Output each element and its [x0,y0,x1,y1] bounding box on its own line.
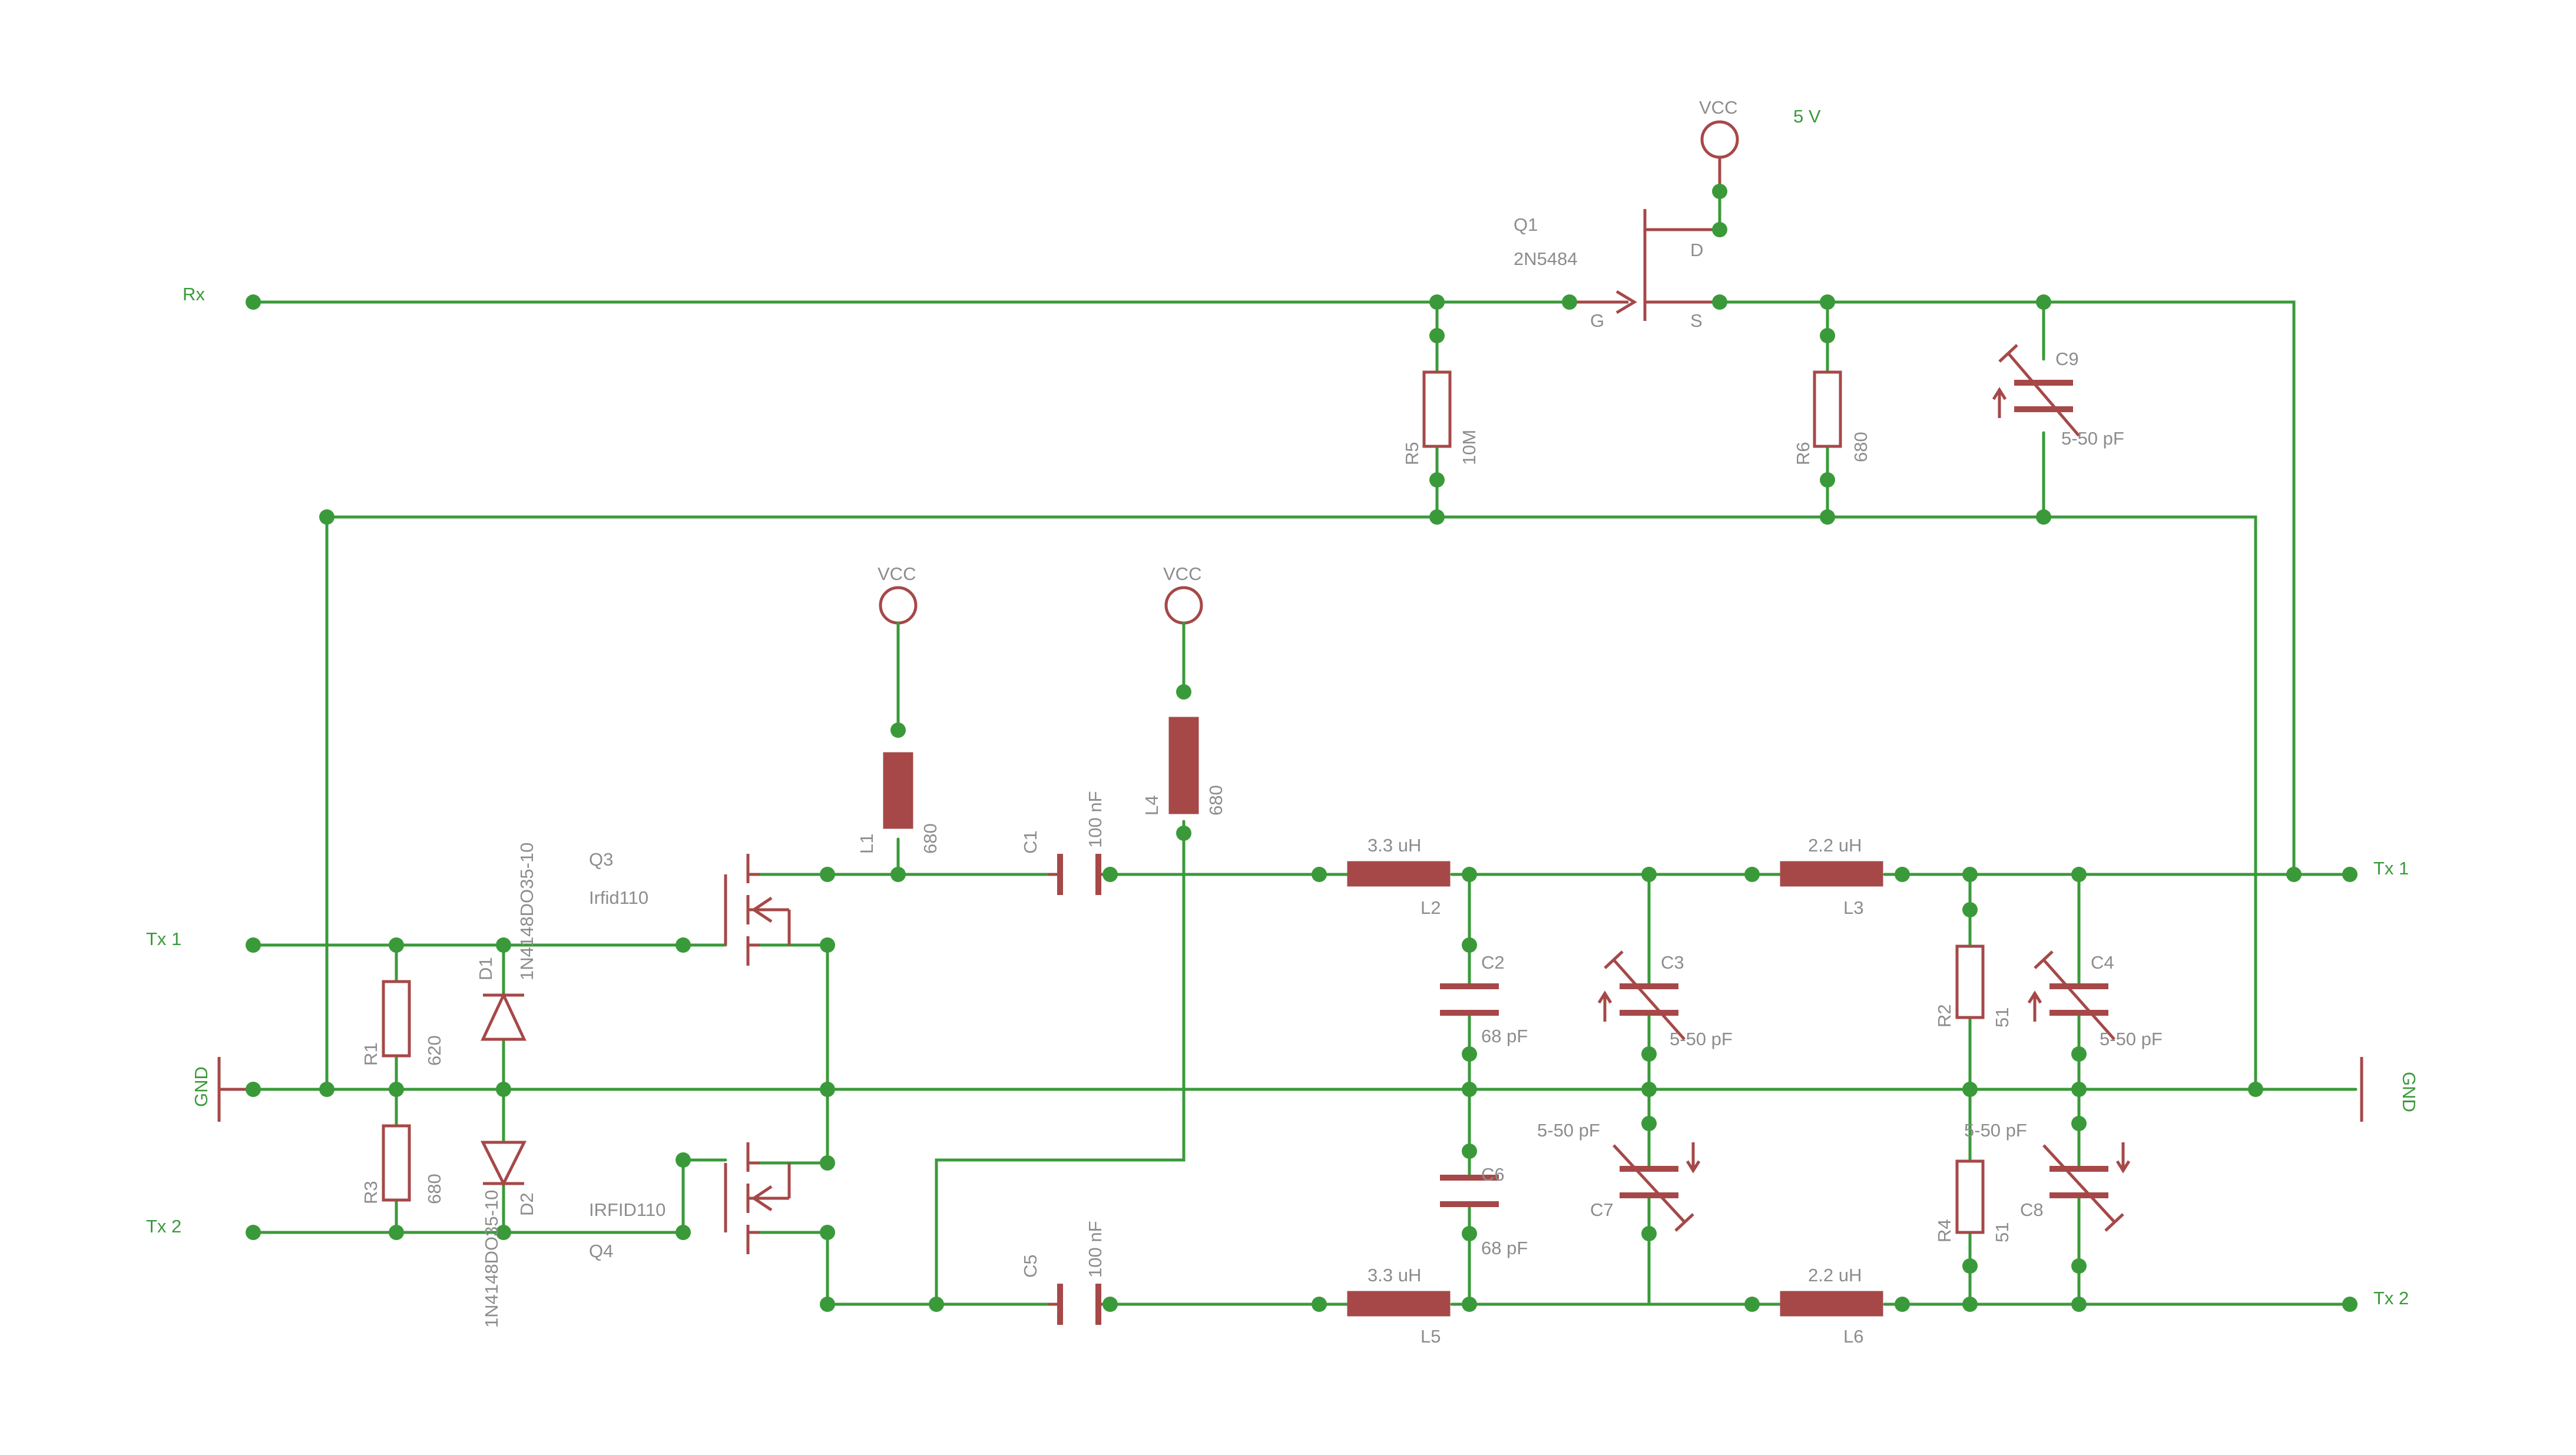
c9-trimmer-symbol [1992,344,2080,437]
l3-value-label: 2.2 uH [1808,835,1862,856]
c1-name-label: C1 [1020,830,1041,854]
r6-value-label: 680 [1850,432,1871,462]
c5-symbol [1048,1284,1110,1325]
net-label-gnd-left: GND [191,1066,211,1107]
c6-name-label: C6 [1481,1164,1505,1185]
q1-pin-g: G [1590,310,1604,331]
r2-name-label: R2 [1934,1004,1955,1028]
c4-trimmer-symbol [2027,950,2115,1040]
q1-jfet-symbol [1570,209,1720,321]
q1-pin-d: D [1690,240,1703,260]
c2-symbol [1440,983,1499,1016]
c8-value-label: 5-50 pF [1964,1120,2027,1141]
q1-pin-s: S [1690,310,1703,331]
vcc-l4-label: VCC [1163,564,1201,584]
c9-name-label: C9 [2055,349,2079,369]
wires [251,190,2358,1306]
net-label-tx2-out: Tx 2 [2373,1288,2409,1308]
vcc-l1-label: VCC [878,564,916,584]
d1-diode-symbol [481,992,527,1041]
net-label-tx1-out: Tx 1 [2373,858,2409,879]
l2-body [1347,861,1451,887]
net-label-tx2-in: Tx 2 [146,1216,181,1237]
c1-symbol [1048,854,1110,895]
vcc-l4-symbol [1164,586,1203,641]
c7-trimmer-symbol [1613,1142,1701,1232]
c3-name-label: C3 [1661,952,1684,973]
q3-mosfet-symbol [724,854,791,966]
c2-value-label: 68 pF [1481,1026,1528,1046]
r4-value-label: 51 [1992,1222,2012,1242]
r4-name-label: R4 [1934,1219,1955,1242]
c5-value-label: 100 nF [1085,1221,1105,1278]
l3-name-label: L3 [1843,897,1863,918]
l2-name-label: L2 [1421,897,1441,918]
r5-name-label: R5 [1402,442,1422,465]
q3-value-label: Irfid110 [589,887,648,908]
r3-name-label: R3 [360,1181,381,1204]
c3-trimmer-symbol [1597,950,1686,1040]
q3-name-label: Q3 [589,849,613,870]
q4-value-label: IRFID110 [589,1199,665,1220]
l4-value-label: 680 [1206,785,1226,816]
c8-name-label: C8 [2020,1199,2044,1220]
l1-value-label: 680 [920,823,941,854]
d2-name-label: D2 [516,1192,537,1216]
q4-name-label: Q4 [589,1241,613,1261]
r4-body [1955,1159,1985,1234]
r5-body [1422,370,1452,448]
net-label-5v: 5 V [1793,106,1821,127]
r1-name-label: R1 [360,1042,381,1066]
l6-name-label: L6 [1843,1326,1863,1347]
r6-body [1813,370,1842,448]
c9-value-label: 5-50 pF [2061,428,2124,449]
c6-value-label: 68 pF [1481,1238,1528,1258]
q1-name-label: Q1 [1514,214,1538,235]
c5-name-label: C5 [1020,1254,1041,1278]
c3-value-label: 5-50 pF [1670,1029,1733,1049]
c8-trimmer-symbol [2042,1142,2131,1232]
c6-symbol [1440,1175,1499,1207]
r1-value-label: 620 [424,1035,445,1066]
q4-mosfet-symbol [724,1142,791,1254]
l1-name-label: L1 [856,834,877,854]
c4-name-label: C4 [2091,952,2114,973]
q1-value-label: 2N5484 [1514,248,1578,269]
l5-body [1347,1291,1451,1317]
net-label-tx1-in: Tx 1 [146,929,181,949]
r2-value-label: 51 [1992,1007,2012,1028]
r1-body [382,980,411,1058]
c1-value-label: 100 nF [1085,791,1105,848]
l5-name-label: L5 [1421,1326,1441,1347]
l6-value-label: 2.2 uH [1808,1265,1862,1285]
net-label-rx: Rx [183,284,205,304]
l3-body [1780,861,1883,887]
r3-value-label: 680 [424,1174,445,1204]
net-label-gnd-right: GND [2399,1072,2419,1112]
junctions [246,184,2358,1312]
d1-name-label: D1 [475,957,496,980]
c4-value-label: 5-50 pF [2100,1029,2163,1049]
r3-body [382,1124,411,1202]
vcc-l1-symbol [879,586,918,667]
vcc-q1-label: VCC [1699,97,1737,118]
l5-value-label: 3.3 uH [1368,1265,1421,1285]
d2-value-label: 1N4148DO35-10 [481,1190,502,1328]
r2-body [1955,944,1985,1019]
c2-name-label: C2 [1481,952,1505,973]
l4-body [1168,717,1199,814]
c7-value-label: 5-50 pF [1537,1120,1600,1141]
l2-value-label: 3.3 uH [1368,835,1421,856]
l6-body [1780,1291,1883,1317]
r6-name-label: R6 [1793,442,1813,465]
d2-diode-symbol [480,1141,527,1187]
vcc-q1-symbol [1700,120,1739,191]
l4-name-label: L4 [1141,796,1162,816]
r5-value-label: 10M [1459,430,1479,465]
d1-value-label: 1N4148DO35-10 [516,843,537,980]
l1-body [883,752,913,829]
c7-name-label: C7 [1590,1199,1614,1220]
